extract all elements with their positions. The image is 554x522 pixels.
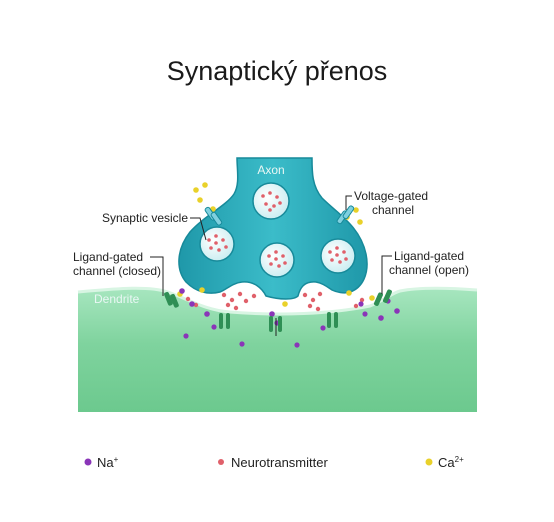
ligand-open-label-2: channel (open)	[389, 263, 469, 277]
legend-na-swatch	[84, 458, 92, 466]
synaptic-vesicle-label: Synaptic vesicle	[102, 211, 188, 225]
axon-terminal	[178, 157, 368, 300]
legend-na-label: Na+	[97, 455, 119, 470]
voltage-gated-label-1: Voltage-gated	[354, 189, 428, 203]
legend-neurotransmitter-swatch	[218, 459, 224, 465]
ligand-closed-label-1: Ligand-gated	[73, 250, 143, 264]
legend-neurotransmitter-label: Neurotransmitter	[231, 455, 328, 470]
cleft-neurotransmitters	[185, 291, 365, 312]
dendrite-body	[78, 288, 477, 412]
legend: Na+ Neurotransmitter Ca2+	[84, 455, 464, 470]
legend-ca-label: Ca2+	[438, 455, 464, 470]
dendrite-channels	[219, 312, 338, 336]
dendrite-label: Dendrite	[94, 292, 140, 306]
voltage-gated-channel-right	[336, 205, 355, 225]
voltage-gated-channel-left	[204, 206, 223, 226]
ligand-gated-channel-closed	[164, 291, 179, 308]
diagram-title: Synaptický přenos	[166, 56, 388, 86]
dendrite-membrane-highlight	[77, 286, 478, 316]
legend-ca-swatch	[425, 458, 433, 466]
voltage-gated-label-2: channel	[372, 203, 414, 217]
ligand-closed-label-2: channel (closed)	[73, 264, 161, 278]
vesicle	[252, 182, 290, 220]
ligand-open-label-1: Ligand-gated	[394, 249, 464, 263]
axon-label: Axon	[257, 163, 284, 177]
leader-lines	[150, 195, 392, 296]
synaptic-vesicles	[199, 182, 356, 278]
ligand-gated-channel-open	[373, 289, 392, 306]
